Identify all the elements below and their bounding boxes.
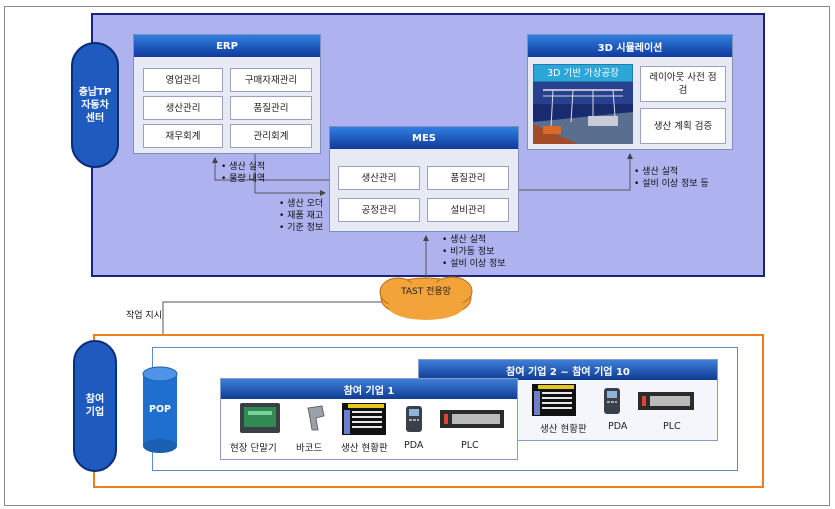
erp-cell-quality: 품질관리 bbox=[230, 96, 312, 120]
sim-cell-plan-verify: 생산 계획 검증 bbox=[640, 108, 726, 144]
sim-factory-label: 3D 기반 가상공장 bbox=[533, 64, 633, 82]
erp-cell-finance: 재무회계 bbox=[143, 124, 223, 148]
barcode-scanner-icon bbox=[307, 405, 325, 431]
note-work-order: 작업 지시 bbox=[126, 311, 162, 321]
company-side-label-text: 참여 기업 bbox=[85, 394, 105, 418]
company1-title: 참여 기업 1 bbox=[221, 379, 517, 399]
terminal-icon bbox=[240, 403, 280, 433]
company1-device-pda: PDA bbox=[404, 440, 424, 451]
sim-title: 3D 시뮬레이션 bbox=[528, 35, 732, 57]
note-tast-to-mes-1: • 생산 실적 bbox=[442, 235, 487, 245]
company2-device-pda: PDA bbox=[608, 421, 628, 432]
company1-device-terminal: 현장 단말기 bbox=[230, 443, 277, 454]
note-tast-to-mes-3: • 설비 이상 정보 bbox=[442, 259, 506, 269]
note-mes-to-erp: • 생산 실적 • 물량 내역 bbox=[221, 161, 265, 185]
network-label: TAST 전용망 bbox=[400, 287, 452, 298]
company2-10-title: 참여 기업 2 ~ 참여 기업 10 bbox=[419, 360, 717, 380]
company1-device-plc: PLC bbox=[461, 440, 479, 451]
company1-device-status-board: 생산 현황판 bbox=[341, 443, 388, 454]
note-mes-to-sim: • 생산 실적 • 설비 이상 정보 등 bbox=[634, 166, 709, 190]
erp-cell-production: 생산관리 bbox=[143, 96, 223, 120]
company2-device-plc: PLC bbox=[663, 421, 681, 432]
mes-title: MES bbox=[330, 127, 518, 149]
network-cloud-shape bbox=[379, 276, 473, 320]
erp-cell-sales: 영업관리 bbox=[143, 68, 223, 92]
mes-cell-process: 공정관리 bbox=[338, 198, 420, 222]
mes-cell-equipment: 설비관리 bbox=[427, 198, 509, 222]
mes-cell-production: 생산관리 bbox=[338, 166, 420, 190]
center-label-text: 충남TP 자동차 센터 bbox=[78, 86, 112, 124]
center-label: 충남TP 자동차 센터 bbox=[71, 42, 119, 168]
company-side-label: 참여 기업 bbox=[73, 340, 117, 472]
pda-icon-2 bbox=[604, 388, 620, 414]
note-erp-to-mes-1: • 생산 오더 bbox=[279, 199, 324, 209]
sim-cell-layout-check: 레이아웃 사전 점검 bbox=[640, 66, 726, 102]
company1-device-barcode: 바코드 bbox=[296, 443, 323, 454]
pop-cylinder bbox=[142, 366, 178, 453]
note-tast-to-mes-2: • 비가동 정보 bbox=[442, 247, 495, 257]
erp-title: ERP bbox=[134, 35, 320, 57]
note-mes-to-sim-1: • 생산 실적 bbox=[634, 167, 679, 177]
note-mes-to-erp-1: • 생산 실적 bbox=[221, 162, 266, 172]
note-tast-to-mes: • 생산 실적 • 비가동 정보 • 설비 이상 정보 bbox=[442, 234, 506, 270]
plc-icon-1 bbox=[440, 410, 504, 428]
plc-icon-2 bbox=[638, 392, 694, 410]
virtual-factory-image bbox=[533, 82, 633, 144]
status-board-image-2 bbox=[532, 384, 576, 416]
pda-icon-1 bbox=[406, 406, 422, 432]
figure-frame bbox=[4, 6, 830, 506]
note-erp-to-mes-2: • 재품 재고 bbox=[279, 211, 324, 221]
note-mes-to-sim-2: • 설비 이상 정보 등 bbox=[634, 179, 709, 189]
network-label-text: TAST 전용망 bbox=[401, 287, 451, 297]
erp-cell-management-accounting: 관리회계 bbox=[230, 124, 312, 148]
mes-cell-quality: 품질관리 bbox=[427, 166, 509, 190]
note-erp-to-mes: • 생산 오더 • 재품 재고 • 기준 정보 bbox=[279, 198, 323, 234]
company2-device-status-board: 생산 현황판 bbox=[540, 424, 587, 435]
erp-cell-purchasing: 구매자재관리 bbox=[230, 68, 312, 92]
status-board-image-1 bbox=[342, 403, 386, 435]
pop-label: POP bbox=[148, 404, 171, 415]
note-erp-to-mes-3: • 기준 정보 bbox=[279, 223, 324, 233]
note-mes-to-erp-2: • 물량 내역 bbox=[221, 174, 266, 184]
